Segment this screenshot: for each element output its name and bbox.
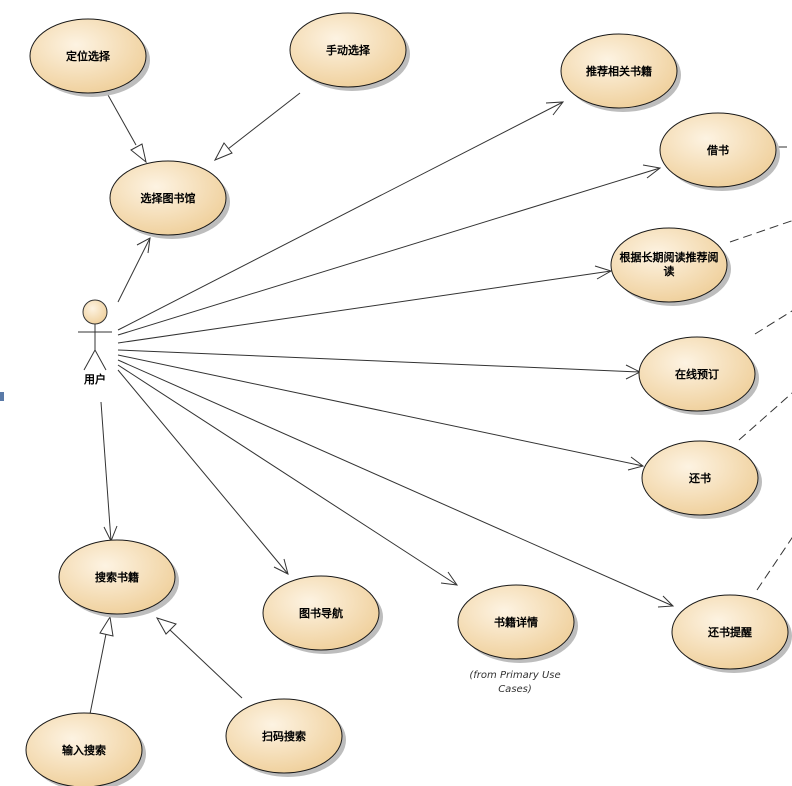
- usecase-label: 手动选择: [326, 43, 371, 57]
- assoc-search-books[interactable]: [100, 401, 118, 543]
- associations: [100, 101, 675, 608]
- usecase-book-navigation[interactable]: 图书导航: [262, 575, 383, 654]
- gen-location-to-select-library[interactable]: [107, 94, 147, 164]
- assoc-recommend-related[interactable]: [117, 101, 565, 331]
- usecase-online-reserve[interactable]: 在线预订: [638, 336, 759, 415]
- note-line-1: (from Primary Use: [469, 670, 560, 681]
- assoc-book-navigation[interactable]: [117, 369, 289, 575]
- generalizations: [89, 92, 301, 715]
- usecase-input-search[interactable]: 输入搜索: [25, 712, 146, 786]
- usecase-return-reminder[interactable]: 还书提醒: [671, 594, 792, 673]
- gen-scan-to-search[interactable]: [155, 617, 243, 699]
- usecase-label-line-2: 读: [664, 264, 675, 278]
- usecase-label: 搜索书籍: [95, 570, 139, 584]
- note-line-2: Cases): [498, 684, 532, 695]
- assoc-online-reserve[interactable]: [117, 349, 642, 380]
- assoc-return-reminder[interactable]: [117, 359, 675, 608]
- usecase-manual-select[interactable]: 手动选择: [289, 12, 410, 91]
- usecase-label: 图书导航: [299, 606, 343, 620]
- assoc-select-library[interactable]: [117, 237, 151, 303]
- usecase-location-select[interactable]: 定位选择: [29, 18, 150, 97]
- usecase-label: 选择图书馆: [141, 191, 196, 205]
- usecase-label: 定位选择: [66, 49, 111, 63]
- actor-user[interactable]: 用户: [78, 299, 112, 386]
- gen-input-to-search[interactable]: [89, 615, 114, 715]
- usecase-label: 在线预订: [675, 367, 719, 381]
- usecase-label: 书籍详情: [494, 615, 538, 629]
- usecase-label: 推荐相关书籍: [586, 64, 652, 78]
- usecase-label: 还书: [688, 471, 711, 485]
- usecase-recommend-by-history[interactable]: 根据长期阅读推荐阅 读: [610, 227, 731, 306]
- assoc-return-book[interactable]: [117, 354, 645, 471]
- assoc-book-details[interactable]: [117, 364, 459, 586]
- usecase-label: 借书: [706, 143, 729, 157]
- dep-return-reminder[interactable]: [756, 526, 792, 591]
- dep-online-reserve[interactable]: [754, 306, 792, 335]
- usecase-scan-search[interactable]: 扫码搜索: [225, 698, 346, 777]
- usecase-search-books[interactable]: 搜索书籍: [58, 539, 179, 618]
- usecase-select-library[interactable]: 选择图书馆: [109, 160, 230, 239]
- note-from-primary-use-cases: (from Primary Use Cases): [469, 670, 560, 695]
- usecase-recommend-related[interactable]: 推荐相关书籍: [560, 33, 681, 112]
- assoc-recommend-by-history[interactable]: [117, 265, 613, 344]
- edge-marker: [0, 392, 4, 401]
- usecase-label: 还书提醒: [707, 625, 752, 639]
- gen-manual-to-select-library[interactable]: [213, 92, 301, 161]
- usecase-label-line-1: 根据长期阅读推荐阅: [620, 250, 719, 264]
- usecase-return-book[interactable]: 还书: [641, 440, 762, 519]
- usecase-borrow[interactable]: 借书: [659, 112, 780, 191]
- usecase-label: 输入搜索: [62, 743, 106, 757]
- actor-label: 用户: [84, 372, 106, 386]
- dep-recommend-by-history[interactable]: [729, 218, 792, 243]
- assoc-borrow[interactable]: [117, 164, 662, 336]
- actor-legs: [83, 348, 107, 371]
- dependencies: [729, 146, 792, 591]
- actor-head: [82, 299, 108, 325]
- usecase-book-details[interactable]: 书籍详情: [457, 584, 578, 663]
- usecase-label: 扫码搜索: [262, 729, 306, 743]
